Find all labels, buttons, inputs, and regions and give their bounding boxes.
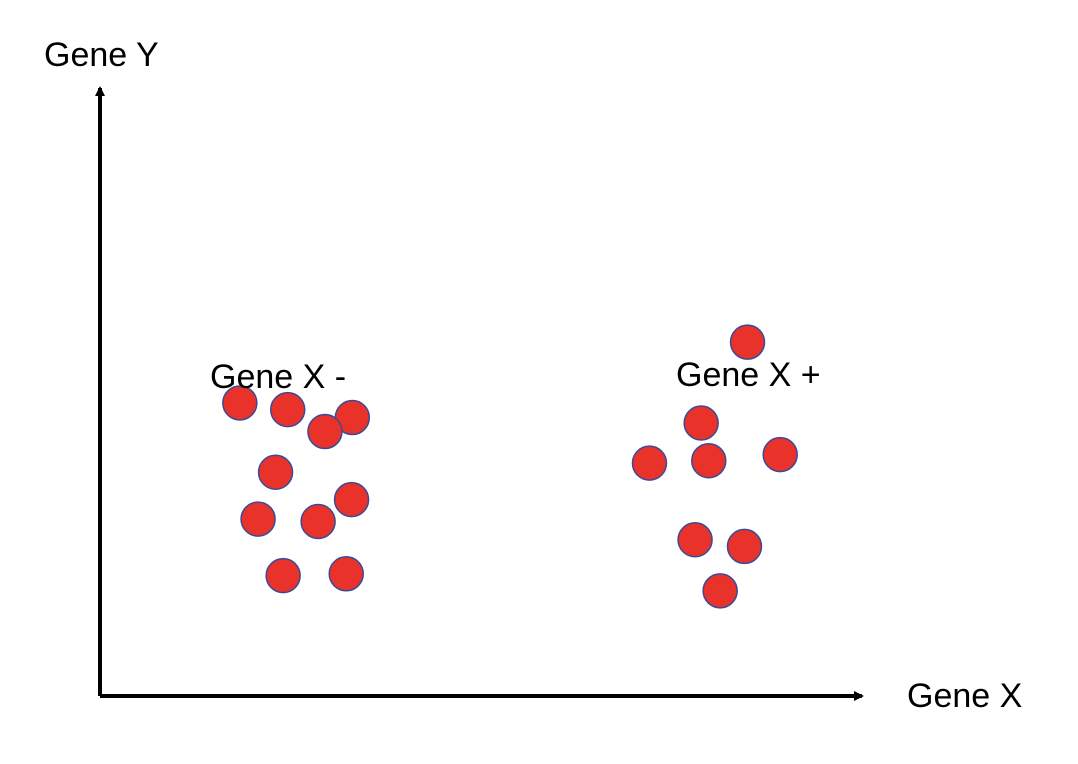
cell-point — [265, 557, 301, 594]
cell-point — [300, 503, 336, 540]
cell-point — [257, 454, 294, 491]
cell-point — [240, 501, 276, 537]
cell-point — [333, 481, 370, 518]
cell-point — [222, 385, 258, 421]
cell-point — [631, 445, 668, 481]
group-label-gene-x-positive: Gene X + — [676, 356, 821, 394]
cell-point — [269, 391, 306, 428]
y-axis-title: Gene Y — [44, 36, 159, 74]
points-layer — [222, 324, 798, 609]
cell-point — [683, 405, 719, 441]
cell-point — [729, 324, 766, 360]
cell-point — [677, 521, 713, 558]
cell-point — [691, 442, 727, 479]
cell-point — [726, 528, 763, 565]
cell-point — [762, 436, 798, 473]
group-label-gene-x-negative: Gene X - — [210, 358, 347, 396]
x-axis-title: Gene X — [907, 677, 1023, 715]
cell-point — [307, 413, 343, 450]
cluster-gene-x-positive — [631, 324, 798, 609]
cell-point — [702, 573, 738, 609]
cluster-gene-x-negative — [222, 385, 371, 594]
cell-point — [328, 556, 364, 592]
